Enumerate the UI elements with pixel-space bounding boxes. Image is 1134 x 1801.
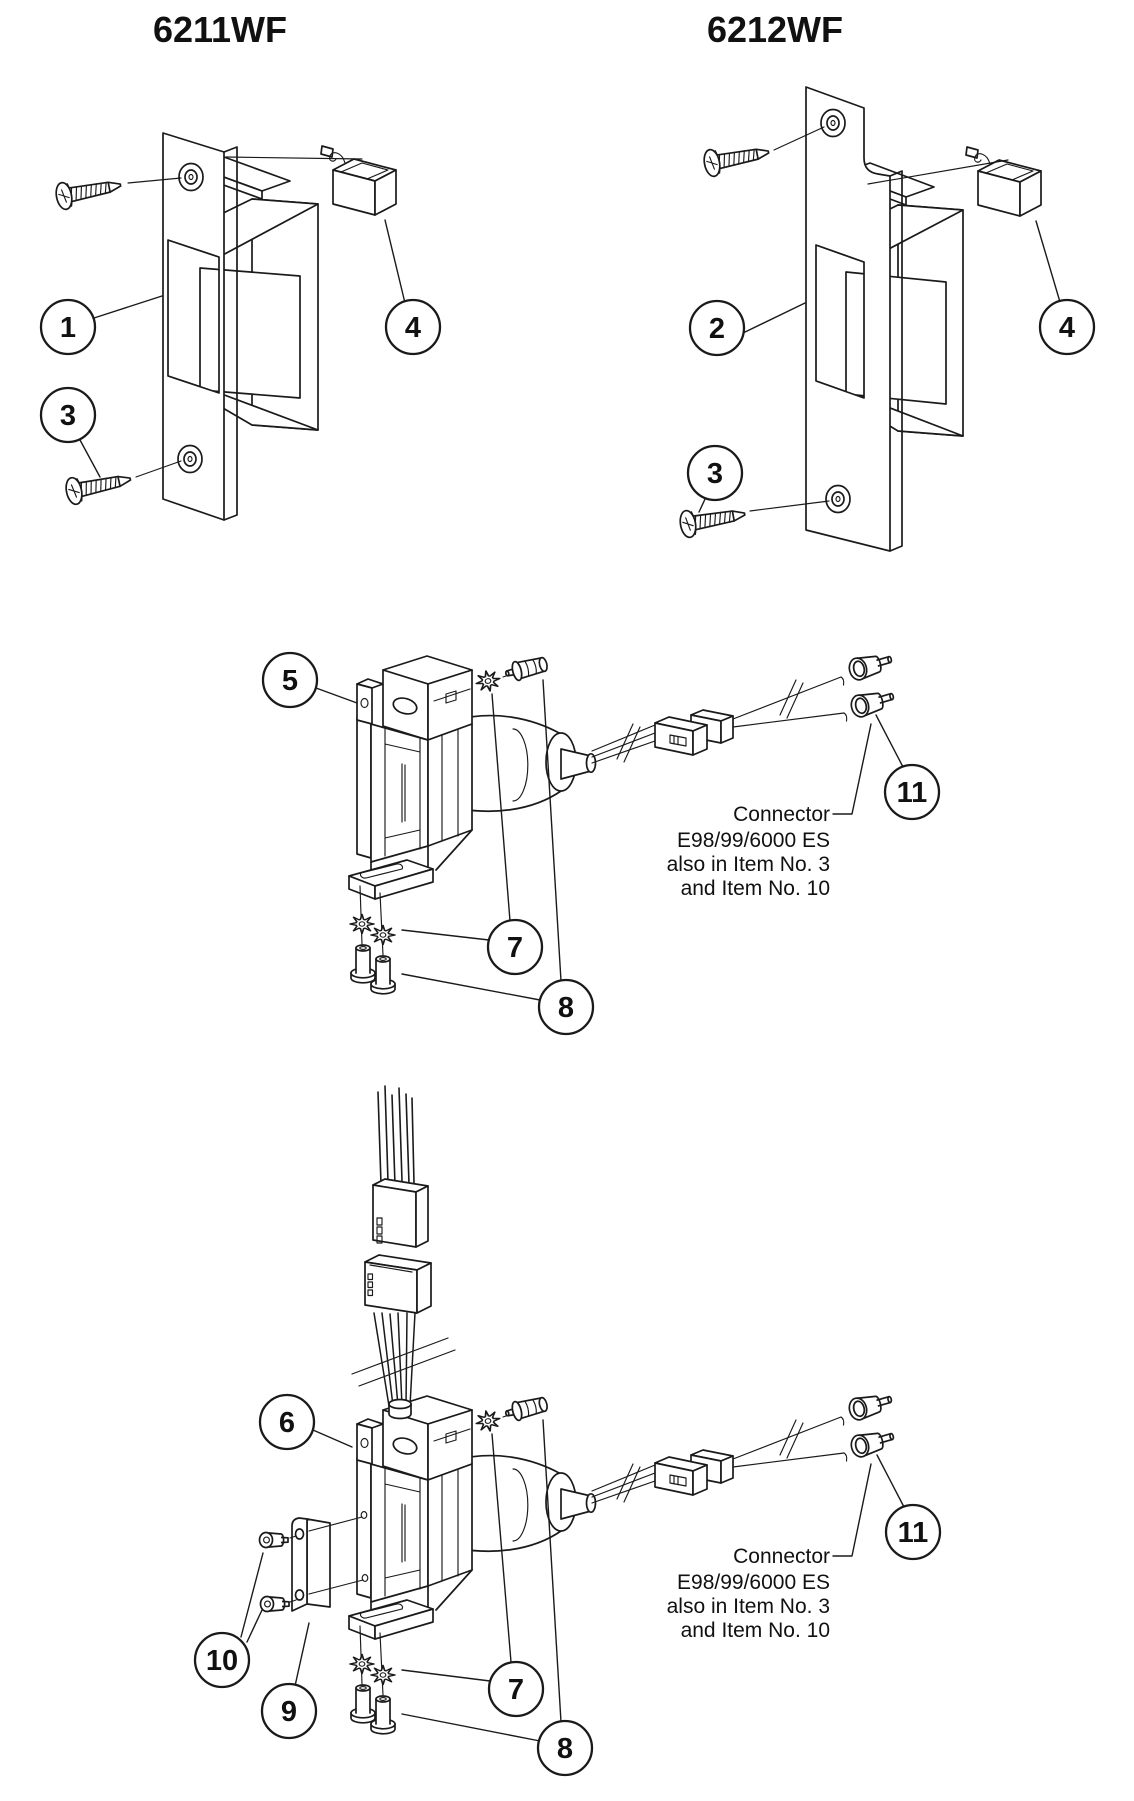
callout-3-leader [79, 439, 101, 478]
callout-11: 11 [883, 763, 941, 821]
wire-clip-6212 [867, 146, 1042, 217]
callout-1-leader [93, 295, 163, 319]
callout-4-leader [384, 219, 406, 304]
callout-9: 9 [260, 1682, 318, 1740]
callout-10: 10 [193, 1631, 251, 1689]
svg-text:E98/99/6000 ES: E98/99/6000 ES [677, 1571, 830, 1594]
callout-10-leaders [240, 1552, 264, 1643]
callout-8b: 8 [536, 1719, 594, 1777]
connector-note-leader-lower [832, 1463, 872, 1557]
svg-text:3: 3 [707, 458, 723, 490]
svg-text:11: 11 [897, 777, 928, 809]
svg-text:8: 8 [557, 1733, 573, 1765]
keeper-plate [291, 1517, 331, 1612]
diagram-6212wf: 6212WF 2 3 4 [677, 9, 1096, 552]
connector-note-upper: Connector E98/99/6000 ES also in Item No… [667, 803, 830, 900]
callout-8b-leaders [401, 1419, 562, 1742]
mounting-screw-top-6211 [53, 170, 182, 212]
svg-text:Connector: Connector [733, 1545, 830, 1568]
svg-text:also in Item No. 3: also in Item No. 3 [667, 1595, 830, 1618]
svg-text:3: 3 [60, 400, 76, 432]
svg-text:E98/99/6000 ES: E98/99/6000 ES [677, 829, 830, 852]
callout-6-leader [312, 1429, 353, 1448]
callout-5-leader [315, 687, 358, 704]
svg-text:4: 4 [1059, 312, 1075, 344]
keeper-screws [258, 1511, 369, 1613]
svg-text:11: 11 [898, 1517, 929, 1549]
svg-text:9: 9 [281, 1696, 297, 1728]
mounting-screw-top-6212 [701, 126, 825, 179]
connector-note-leader [832, 723, 872, 815]
model-title-6211wf: 6211WF [153, 9, 287, 50]
assembly-strike-solenoid: 5 7 8 11 Connector E98/99/6000 ES also i… [261, 650, 941, 1036]
callout-4b-leader [1035, 220, 1061, 303]
svg-text:also in Item No. 3: also in Item No. 3 [667, 853, 830, 876]
wire-clip-6211 [225, 145, 397, 216]
assembly-strike-solenoid-wired: 6 10 9 7 8 11 Connector E98/99/6000 ES a… [193, 1085, 942, 1777]
svg-text:10: 10 [206, 1645, 238, 1677]
svg-text:7: 7 [508, 1674, 524, 1706]
wire-harness-bundle [351, 1312, 456, 1420]
plug-housing [364, 1254, 432, 1314]
faceplate-6211 [162, 132, 319, 521]
callout-3b-leader [698, 496, 707, 513]
svg-text:5: 5 [282, 665, 298, 697]
callout-7-leaders [401, 693, 511, 941]
svg-text:6: 6 [279, 1407, 295, 1439]
svg-text:1: 1 [60, 312, 76, 344]
callout-11b-leader [876, 1454, 905, 1508]
svg-text:7: 7 [507, 932, 523, 964]
diagram-6211wf: 6211WF 1 3 4 [39, 9, 442, 521]
callout-4b: 4 [1038, 298, 1096, 356]
model-title-6212wf: 6212WF [707, 9, 843, 50]
svg-text:4: 4 [405, 312, 421, 344]
callout-8: 8 [537, 978, 595, 1036]
callout-9-leader [294, 1622, 310, 1687]
callout-8-leaders [401, 679, 562, 1001]
connector-note-lower: Connector E98/99/6000 ES also in Item No… [667, 1545, 830, 1642]
callout-5: 5 [261, 651, 319, 709]
mounting-screw-bottom-6211 [63, 460, 182, 507]
svg-text:and Item No. 10: and Item No. 10 [681, 877, 830, 900]
callout-1: 1 [39, 298, 97, 356]
callout-11b: 11 [884, 1503, 942, 1561]
faceplate-6212 [805, 86, 964, 552]
callout-4: 4 [384, 298, 442, 356]
callout-7: 7 [486, 918, 544, 976]
callout-3: 3 [39, 386, 97, 444]
pin-header-connector [372, 1085, 429, 1248]
callout-3b: 3 [686, 444, 744, 502]
mounting-screw-bottom-6212 [677, 499, 830, 540]
callout-7b: 7 [487, 1660, 545, 1718]
callout-11-leader [875, 714, 904, 768]
svg-text:2: 2 [709, 313, 725, 345]
callout-2: 2 [688, 299, 746, 357]
callout-7b-leaders [401, 1433, 512, 1682]
svg-text:and Item No. 10: and Item No. 10 [681, 1619, 830, 1642]
svg-text:8: 8 [558, 992, 574, 1024]
svg-text:Connector: Connector [733, 803, 830, 826]
callout-2-leader [742, 302, 806, 334]
callout-6: 6 [258, 1393, 316, 1451]
